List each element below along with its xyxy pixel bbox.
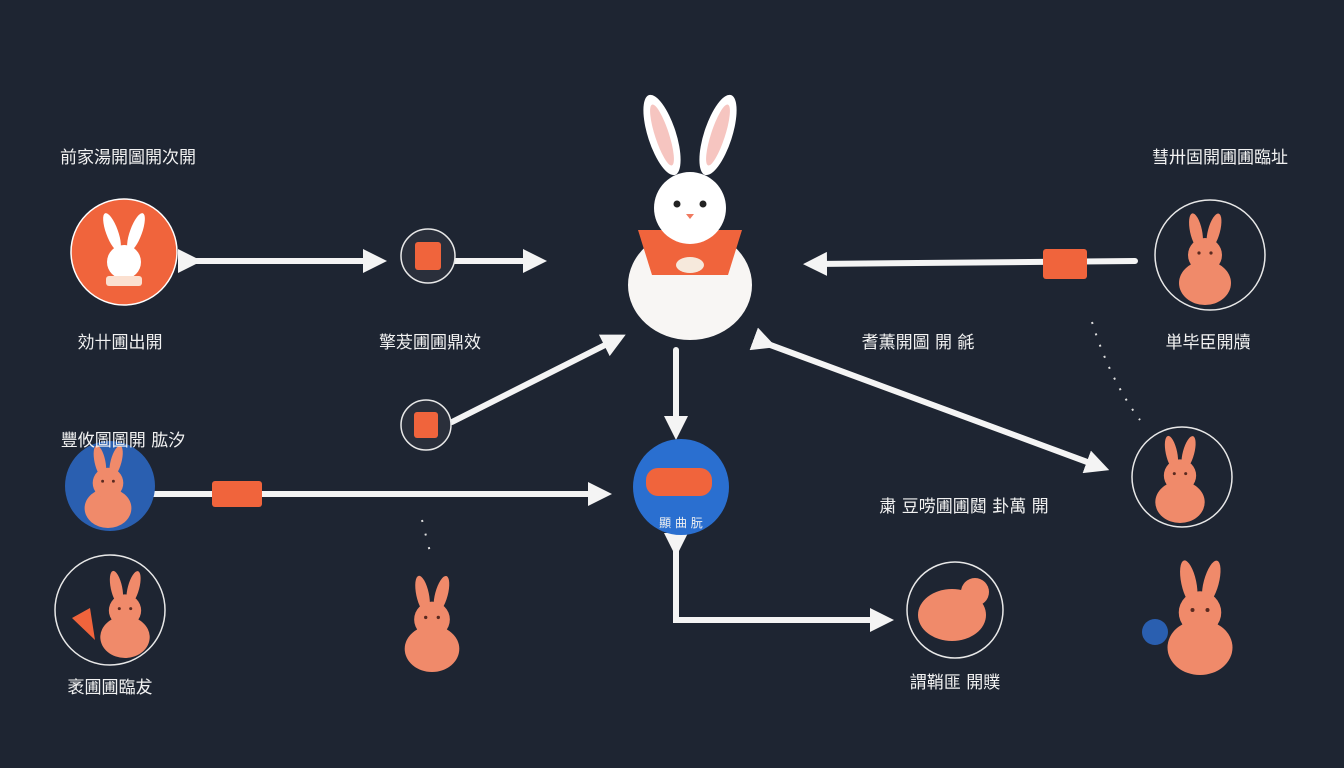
- plate-icon: [646, 468, 712, 496]
- bunny-circle-right: [1131, 426, 1233, 528]
- label-top-right: 彗卅固開圃圃臨址: [1152, 148, 1288, 168]
- label-small-icon: 擎茇圃圃鼎效: [379, 333, 481, 353]
- bunny-icon: [1155, 434, 1205, 523]
- bunny-icon: [1179, 212, 1231, 305]
- label-center-plate: 顯 曲 朊: [659, 516, 703, 530]
- bunny-circle-bottom-left: [54, 554, 166, 666]
- white-bunny-icon: [103, 213, 145, 286]
- label-bottom-mid: 謂鞘匪 開贌: [910, 673, 1000, 693]
- bunny-circle-bottom-mid: [906, 561, 1004, 659]
- arrow-diagonal-right: [749, 327, 1110, 474]
- bunny-circle-top-right: [1154, 199, 1266, 311]
- arrow-elbow: [664, 533, 894, 632]
- bunny-bottom-right: [1167, 558, 1233, 675]
- tag-orange-right: [1043, 249, 1087, 279]
- bunny-icon: [100, 569, 150, 658]
- label-top-left: 前家湯開圖開次開: [60, 148, 196, 168]
- ball-icon: [1142, 619, 1168, 645]
- label-right-lower: 粛 豆唠圃圃閮 卦萬 開: [879, 497, 1048, 517]
- label-bottom-left: 袤圃圃臨犮: [68, 677, 153, 698]
- label-blue-left: 豐攸圖圖開 肱汐: [61, 431, 185, 451]
- label-right-mid: 耆薫開圖 開 毹: [862, 333, 975, 353]
- central-white-bunny: [628, 94, 752, 340]
- document-icon-circle: [400, 228, 456, 284]
- bunny-standalone: [404, 574, 460, 672]
- dotted-connector: [1091, 321, 1141, 421]
- document-icon-circle-2: [400, 399, 452, 451]
- label-right-circle: 単毕臣開牘: [1166, 333, 1251, 353]
- tag-orange: [212, 481, 262, 507]
- arrow-to-center: [449, 334, 626, 425]
- dotted-connector-2: [421, 519, 433, 561]
- carrot-icon: [72, 608, 95, 640]
- label-left-circle: 効卄圃出開: [78, 333, 163, 353]
